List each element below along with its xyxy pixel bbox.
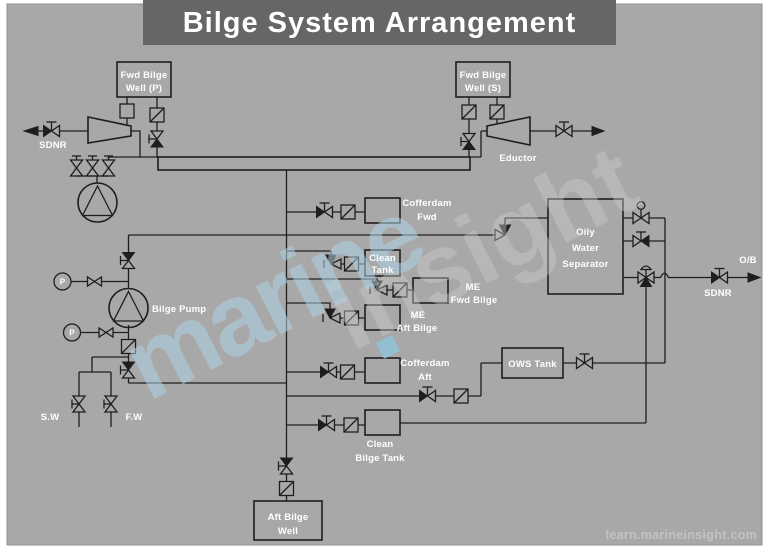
fresh-water-label: F.W	[126, 412, 143, 423]
cofferdam-aft-label-1: Cofferdam	[400, 358, 449, 369]
check-strainer-port	[149, 107, 165, 123]
clean-bilge-strainer	[343, 417, 359, 433]
me-aft-bilge-label-1: ME	[411, 310, 426, 321]
fwd-bilge-well-s-box	[455, 61, 511, 98]
aft-bilge-well-label-2: Well	[278, 526, 298, 537]
sw-fw-connections	[71, 356, 129, 427]
piping-network	[22, 97, 762, 501]
eductor-starboard	[486, 116, 531, 146]
fwd-bilge-well-p-label-2: Well (P)	[126, 83, 162, 94]
clean-bilge-tank-label-2: Bilge Tank	[355, 453, 405, 464]
overboard-arrow-stbd	[591, 125, 606, 137]
sdnr-port-label: SDNR	[39, 140, 67, 151]
clean-tank-box	[364, 249, 401, 277]
cofferdam-aft-box	[364, 357, 401, 384]
equipment-boxes	[116, 61, 624, 541]
branch-me-fwd-bilge	[286, 278, 413, 298]
cofferdam-fwd-label-1: Cofferdam	[402, 198, 451, 209]
ows-label-3: Separator	[562, 259, 608, 270]
me-fwd-bilge-label-2: Fwd Bilge	[451, 295, 498, 306]
me-fwd-bilge-box	[412, 277, 449, 304]
site-url: learn.marineinsight.com	[606, 528, 757, 542]
ows-label-2: Water	[572, 243, 599, 254]
clean-tank-label-2: Tank	[371, 265, 394, 276]
diagram-labels: SDNR Fwd Bilge Well (P) Fwd Bilge Well (…	[39, 70, 757, 542]
bilge-pump-assembly	[53, 234, 495, 384]
check-strainer-stbd-2	[489, 104, 505, 120]
me-fwd-bilge-label-1: ME	[466, 282, 481, 293]
page-title: Bilge System Arrangement	[183, 7, 577, 39]
clean-bilge-tank-box	[364, 409, 401, 436]
clean-bilge-tank-label-1: Clean	[367, 439, 394, 450]
branch-cofferdam-aft	[286, 362, 365, 380]
cofferdam-aft-strainer	[339, 364, 356, 380]
branch-ows-transfer	[286, 362, 502, 404]
starboard-eductor-assembly	[460, 97, 606, 158]
overboard-label: O/B	[739, 255, 757, 266]
main-bilge-suction-pipe	[157, 156, 471, 171]
branch-clean-bilge-tank	[286, 415, 646, 433]
clean-tank-label-1: Clean	[369, 253, 396, 264]
sea-water-label: S.W	[41, 412, 60, 423]
port-eductor-assembly	[22, 116, 158, 223]
check-strainer-stbd-1	[461, 104, 477, 120]
overboard-arrow	[747, 272, 762, 283]
oily-water-separator-box	[547, 198, 624, 295]
ows-transfer-strainer	[453, 388, 469, 404]
pressure-gauge-2-label: P	[69, 329, 75, 338]
ows-tank-box	[501, 347, 564, 379]
aft-bilge-strainer	[278, 480, 295, 497]
branch-me-aft-bilge	[286, 302, 365, 326]
title-bar-background	[143, 0, 616, 45]
fwd-bilge-well-p-chain	[119, 97, 165, 157]
title-bar: Bilge System Arrangement	[143, 0, 616, 45]
cofferdam-fwd-label-2: Fwd	[417, 212, 437, 223]
branch-cofferdam-fwd	[286, 202, 365, 220]
cofferdam-aft-label-2: Aft	[418, 372, 432, 383]
fwd-bilge-well-s-label-2: Well (S)	[465, 83, 501, 94]
sdnr-overboard-label: SDNR	[704, 288, 732, 299]
eductor-port	[87, 116, 132, 144]
fwd-bilge-well-p-label-1: Fwd Bilge	[121, 70, 168, 81]
mud-box-port	[119, 103, 135, 119]
branch-clean-tank	[286, 250, 365, 272]
eductor-label: Eductor	[499, 153, 536, 164]
me-aft-bilge-label-2: Aft Bilge	[397, 323, 438, 334]
aft-bilge-well-label-1: Aft Bilge	[268, 512, 309, 523]
eductor-drive-pump	[77, 182, 118, 223]
fwd-bilge-well-p-box	[116, 61, 172, 98]
ows-tank-label: OWS Tank	[508, 359, 557, 370]
pressure-gauge-1-label: P	[60, 278, 66, 287]
aft-bilge-well-chain	[277, 457, 295, 501]
ows-label-1: Oily	[576, 227, 595, 238]
bilge-pump-label: Bilge Pump	[152, 304, 206, 315]
aft-bilge-well-box	[253, 500, 323, 541]
watermark-logo-icon	[376, 335, 400, 359]
cofferdam-fwd-box	[364, 197, 401, 224]
me-aft-bilge-box	[364, 304, 401, 331]
fwd-bilge-well-s-label-1: Fwd Bilge	[460, 70, 507, 81]
ows-piping	[494, 201, 762, 423]
